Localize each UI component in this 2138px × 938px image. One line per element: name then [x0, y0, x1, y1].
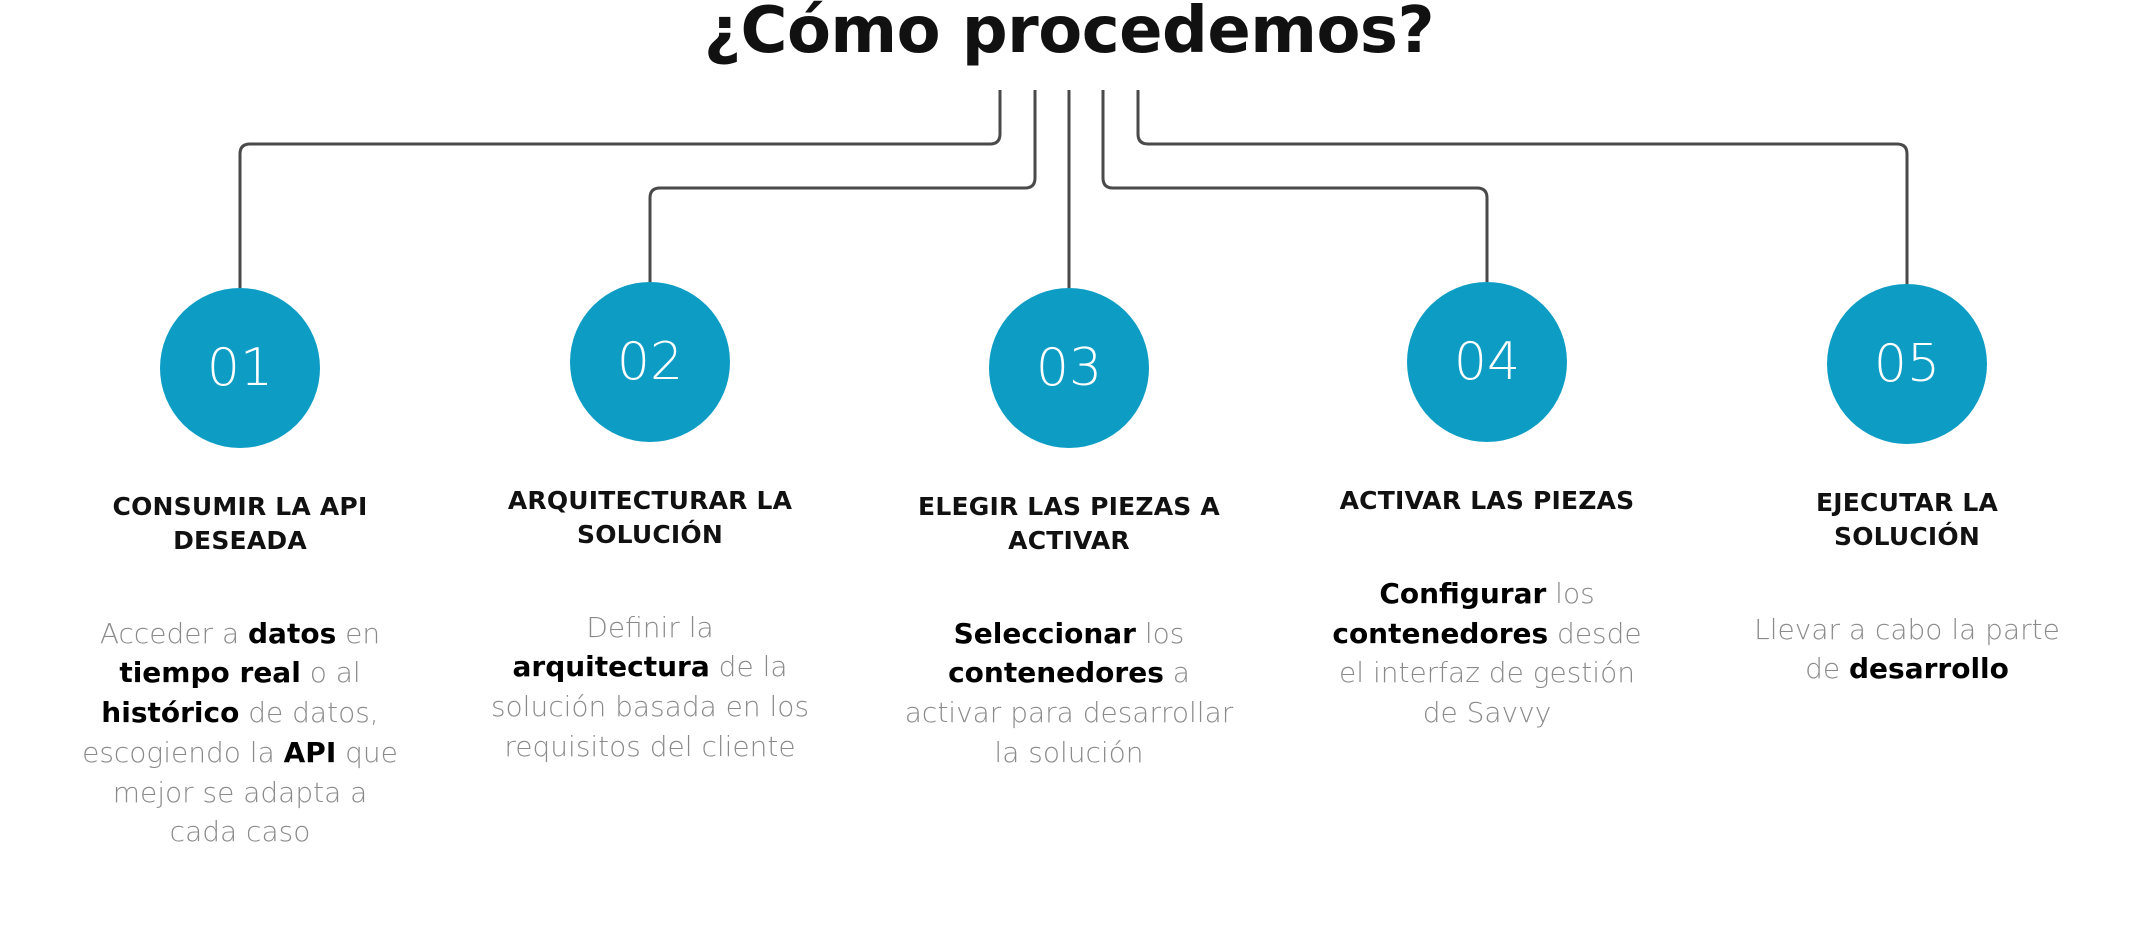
connector-path-04 — [1101, 90, 1489, 282]
page-title: ¿Cómo procedemos? — [703, 0, 1435, 68]
step-column-04[interactable]: 04 ACTIVAR LAS PIEZAS Configurar los con… — [1322, 282, 1652, 733]
step-circle-01[interactable]: 01 — [160, 288, 320, 448]
step-heading-01: CONSUMIR LA API DESEADA — [112, 492, 368, 555]
step-column-01[interactable]: 01 CONSUMIR LA API DESEADA Acceder a dat… — [75, 288, 405, 852]
connector-path-01 — [238, 90, 1002, 288]
step-number-03: 03 — [1035, 338, 1103, 398]
step-circle-03[interactable]: 03 — [989, 288, 1149, 448]
step-number-02: 02 — [616, 332, 684, 392]
step-circle-04[interactable]: 04 — [1407, 282, 1567, 442]
step-body-01: Acceder a datos en tiempo real o al hist… — [82, 616, 398, 849]
step-circle-05[interactable]: 05 — [1827, 284, 1987, 444]
connector-path-02 — [648, 90, 1037, 282]
step-number-04: 04 — [1453, 332, 1521, 392]
step-body-02: Definir la arquitectura de la solución b… — [490, 610, 810, 763]
step-column-02[interactable]: 02 ARQUITECTURAR LA SOLUCIÓN Definir la … — [485, 282, 815, 767]
step-heading-05: EJECUTAR LA SOLUCIÓN — [1816, 488, 1998, 551]
step-circle-02[interactable]: 02 — [570, 282, 730, 442]
step-heading-04: ACTIVAR LAS PIEZAS — [1339, 486, 1635, 515]
step-body-05: Llevar a cabo la parte de desarrollo — [1754, 612, 2060, 686]
step-column-05[interactable]: 05 EJECUTAR LA SOLUCIÓN Llevar a cabo la… — [1742, 284, 2072, 689]
step-heading-02: ARQUITECTURAR LA SOLUCIÓN — [507, 486, 793, 549]
step-body-04: Configurar los contenedores desde el int… — [1332, 576, 1642, 729]
connector-path-05 — [1136, 90, 1909, 284]
step-number-05: 05 — [1873, 334, 1941, 394]
step-body-03: Seleccionar los contenedores a activar p… — [904, 616, 1234, 769]
step-number-01: 01 — [206, 338, 274, 398]
step-heading-03: ELEGIR LAS PIEZAS A ACTIVAR — [918, 492, 1220, 555]
step-column-03[interactable]: 03 ELEGIR LAS PIEZAS A ACTIVAR Seleccion… — [904, 288, 1234, 773]
